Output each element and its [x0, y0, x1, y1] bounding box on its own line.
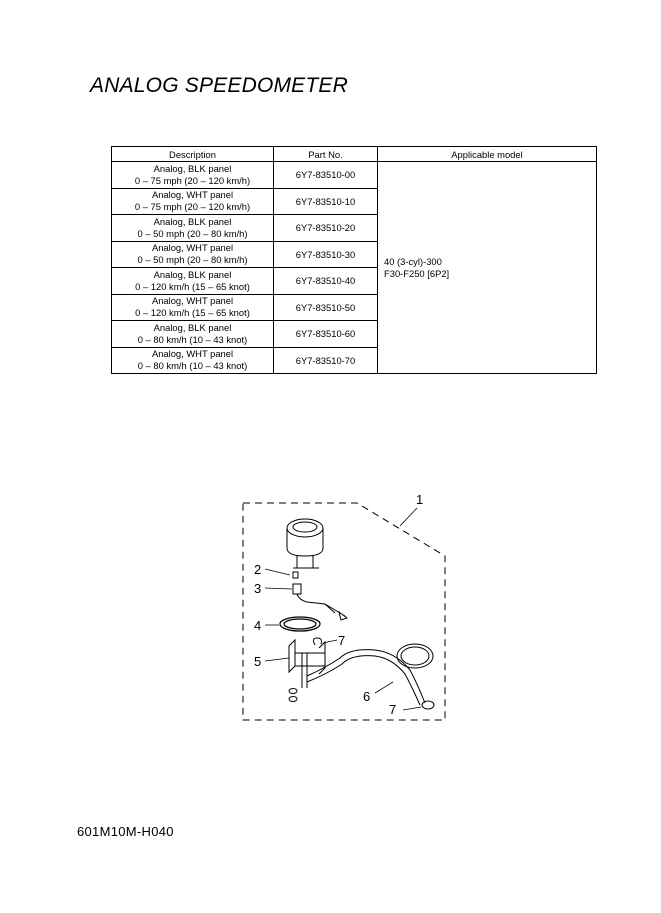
exploded-parts-diagram: 1 2 3 4 5 7 6 7 — [242, 492, 446, 721]
leader-lines — [264, 507, 422, 711]
hose-clip — [312, 637, 322, 646]
callout-3: 3 — [254, 581, 261, 596]
callout-7-end: 7 — [389, 702, 396, 717]
callout-2: 2 — [254, 562, 261, 577]
parts-table: Description Part No. Applicable model An… — [111, 146, 597, 374]
page-title: ANALOG SPEEDOMETER — [90, 74, 348, 97]
column-header-description: Description — [111, 146, 274, 162]
part-number-cell: 6Y7-83510-30 — [273, 240, 378, 268]
speedometer-gauge — [286, 518, 324, 569]
part-number-cell: 6Y7-83510-50 — [273, 293, 378, 321]
column-header-applicable-model: Applicable model — [377, 146, 597, 162]
part-number-cell: 6Y7-83510-10 — [273, 187, 378, 215]
callout-7-clip: 7 — [338, 633, 345, 648]
callout-4: 4 — [254, 618, 261, 633]
callout-6: 6 — [363, 689, 370, 704]
column-header-part-no: Part No. — [273, 146, 378, 162]
part-number-cell: 6Y7-83510-40 — [273, 267, 378, 295]
part-number-cell: 6Y7-83510-70 — [273, 346, 378, 374]
gasket — [279, 616, 321, 632]
mounting-bracket — [288, 638, 326, 702]
callout-1: 1 — [416, 492, 423, 507]
part-number-cell: 6Y7-83510-00 — [273, 161, 378, 189]
part-number-cell: 6Y7-83510-60 — [273, 320, 378, 348]
document-code: 601M10M-H040 — [77, 824, 174, 839]
kit-boundary — [242, 502, 446, 721]
bulb-socket — [292, 571, 349, 621]
callout-5: 5 — [254, 654, 261, 669]
pitot-hose — [306, 643, 435, 710]
table-header-row: Description Part No. Applicable model — [111, 146, 597, 162]
part-number-cell: 6Y7-83510-20 — [273, 214, 378, 242]
